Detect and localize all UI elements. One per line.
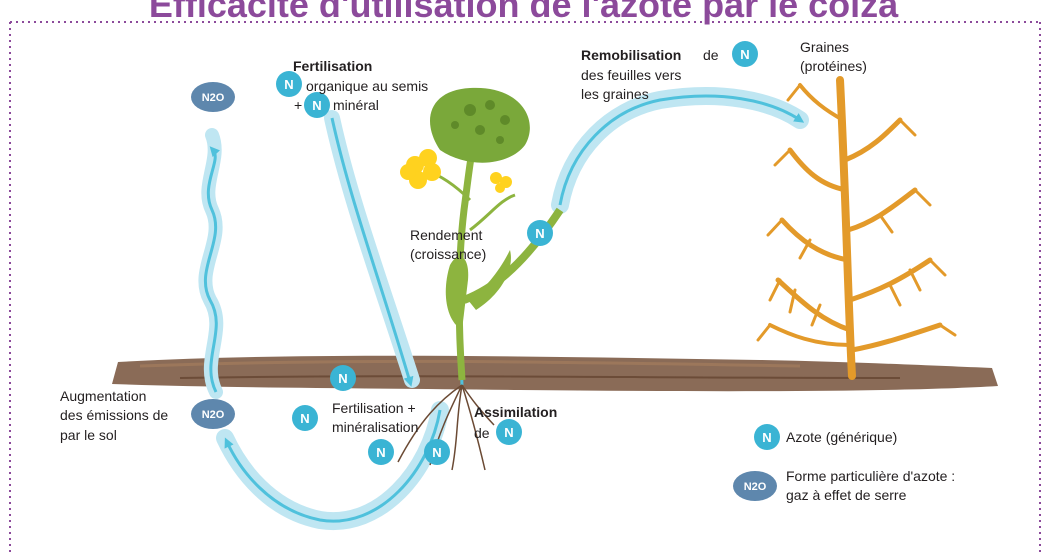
nitrogen-icon: N xyxy=(304,92,330,118)
remobilisation-de: de xyxy=(703,47,719,64)
graines-proteines-label: (protéines) xyxy=(800,58,867,75)
diagram-title: Efficacité d'utilisation de l'azote par … xyxy=(0,0,1047,26)
svg-text:N2O: N2O xyxy=(744,481,767,493)
mineralisation-label: minéralisation xyxy=(332,419,418,436)
svg-text:N2O: N2O xyxy=(202,92,225,104)
svg-text:N: N xyxy=(535,226,544,241)
nitrogen-icon: N xyxy=(754,424,780,450)
n2o-icon: N2O xyxy=(191,82,235,112)
fertilisation-organic-label: organique au semis xyxy=(306,78,428,95)
n2o-icon: N2O xyxy=(733,471,777,501)
fertilisation-mineral-label: minéral xyxy=(333,97,379,114)
assimilation-de: de xyxy=(474,425,490,442)
fertilisation-arrow xyxy=(332,118,412,382)
grain-plant xyxy=(758,80,955,376)
nitrogen-icon: N xyxy=(496,419,522,445)
rendement-label: Rendement xyxy=(410,227,482,244)
rendement-croissance-label: (croissance) xyxy=(410,246,486,263)
svg-text:N: N xyxy=(284,77,293,92)
graines-label: Graines xyxy=(800,39,849,56)
augmentation-emissions-label: des émissions de xyxy=(60,407,168,424)
fertilisation-plus: + xyxy=(294,97,302,114)
fertilisation-heading: Fertilisation xyxy=(293,58,372,75)
svg-text:N: N xyxy=(740,47,749,62)
svg-text:N: N xyxy=(504,425,513,440)
svg-text:N: N xyxy=(300,411,309,426)
assimilation-heading: Assimilation xyxy=(474,404,557,421)
remobilisation-arrow xyxy=(560,96,800,205)
nitrogen-icon: N xyxy=(732,41,758,67)
svg-text:N: N xyxy=(312,98,321,113)
fertilisation-mineralisation-label: Fertilisation + xyxy=(332,400,416,417)
legend-n2o-description: gaz à effet de serre xyxy=(786,487,906,504)
nitrogen-icon: N xyxy=(368,439,394,465)
emission-arrow xyxy=(205,135,216,392)
svg-text:N: N xyxy=(762,430,771,445)
remobilisation-heading: Remobilisation xyxy=(581,47,681,64)
remobilisation-line3: les graines xyxy=(581,86,649,103)
n2o-icon: N2O xyxy=(191,399,235,429)
nitrogen-icon: N xyxy=(424,439,450,465)
legend-n2o-label: Forme particulière d'azote : xyxy=(786,468,955,485)
legend-nitrogen-label: Azote (générique) xyxy=(786,429,897,446)
soil-band xyxy=(112,356,998,391)
nitrogen-icon: N xyxy=(330,365,356,391)
svg-text:N: N xyxy=(432,445,441,460)
augmentation-sol-label: par le sol xyxy=(60,427,117,444)
nitrogen-icon: N xyxy=(292,405,318,431)
remobilisation-line2: des feuilles vers xyxy=(581,67,681,84)
svg-text:N: N xyxy=(376,445,385,460)
svg-text:N: N xyxy=(338,371,347,386)
nitrogen-icon: N xyxy=(527,220,553,246)
augmentation-label: Augmentation xyxy=(60,388,146,405)
svg-text:N2O: N2O xyxy=(202,409,225,421)
